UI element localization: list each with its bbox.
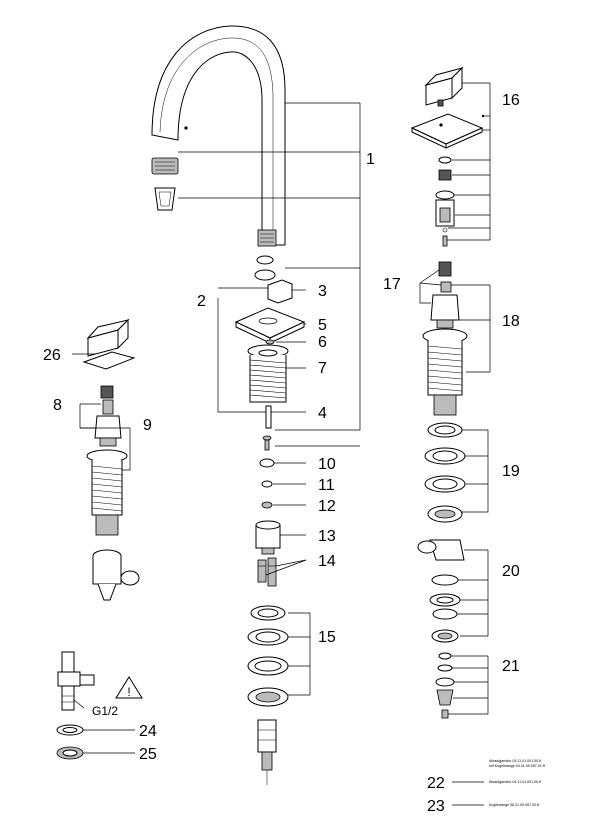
- callout-26: 26: [43, 347, 61, 364]
- part-26-handle: [82, 318, 136, 370]
- part-19-ring-set: [424, 422, 466, 523]
- callout-2: 2: [197, 293, 206, 310]
- warning-icon: !: [115, 676, 143, 699]
- callout-24: 24: [139, 723, 157, 740]
- right-threaded-body: [422, 328, 468, 416]
- callout-22: 22: [427, 775, 445, 792]
- note-22-line2: mit Kugelstange 04.31.09.057.01-ff: [489, 764, 545, 768]
- callout-17: 17: [383, 276, 401, 293]
- callout-23: 23: [427, 798, 445, 815]
- part-16-handle: [410, 66, 485, 149]
- callout-11: 11: [318, 477, 335, 494]
- callout-21: 21: [502, 658, 520, 675]
- callout-10: 10: [318, 456, 336, 473]
- part-21-small-parts: [435, 652, 455, 719]
- callout-5: 5: [318, 317, 327, 334]
- left-valve-body: [92, 549, 140, 601]
- callout-4: 4: [318, 405, 327, 422]
- left-threaded-body: [86, 449, 128, 536]
- callout-15: 15: [318, 629, 336, 646]
- part-13-connector: [255, 520, 281, 555]
- callout-8: 8: [53, 397, 62, 414]
- callout-20: 20: [502, 563, 520, 580]
- callout-9: 9: [143, 417, 152, 434]
- part-15-ring-set: [247, 605, 289, 707]
- callout-12: 12: [318, 498, 336, 515]
- callout-13: 13: [318, 528, 336, 545]
- note-23: Kugelstange 06.31.09.057.00-ff: [489, 803, 539, 807]
- right-small-cartridge: [435, 169, 455, 247]
- right-cartridge: [430, 261, 460, 329]
- callout-6: 6: [318, 334, 327, 351]
- part-20-coupling-set: [417, 539, 465, 643]
- part-14-hose-fittings: [257, 557, 277, 587]
- callout-7: 7: [318, 360, 327, 377]
- callout-14: 14: [318, 553, 336, 570]
- aerator-key: [154, 187, 176, 211]
- callout-1: 1: [366, 151, 375, 168]
- part-3-spacer: [267, 279, 293, 304]
- left-cartridge: [94, 385, 122, 447]
- callout-18: 18: [502, 313, 520, 330]
- part-7-threaded-sleeve: [247, 344, 289, 403]
- svg-text:!: !: [127, 685, 130, 699]
- bottom-hose-end: [257, 719, 277, 771]
- thread-size-label: G1/2: [92, 704, 118, 718]
- note-22-line1: Ablaufgarnitur 04.11.01.001.00-ff: [489, 759, 541, 763]
- callout-16: 16: [502, 92, 520, 109]
- spout-outlet: [257, 229, 277, 247]
- callout-3: 3: [318, 283, 327, 300]
- aerator-insert: [151, 157, 179, 175]
- callout-19: 19: [502, 463, 520, 480]
- callout-25: 25: [139, 746, 157, 763]
- spout: [151, 25, 286, 246]
- note-22-line3: Ablaufgarnitur 04.11.01.001.00-ff: [489, 780, 541, 784]
- angle-valve-fitting: [57, 651, 95, 711]
- part-5-plate: [234, 307, 306, 344]
